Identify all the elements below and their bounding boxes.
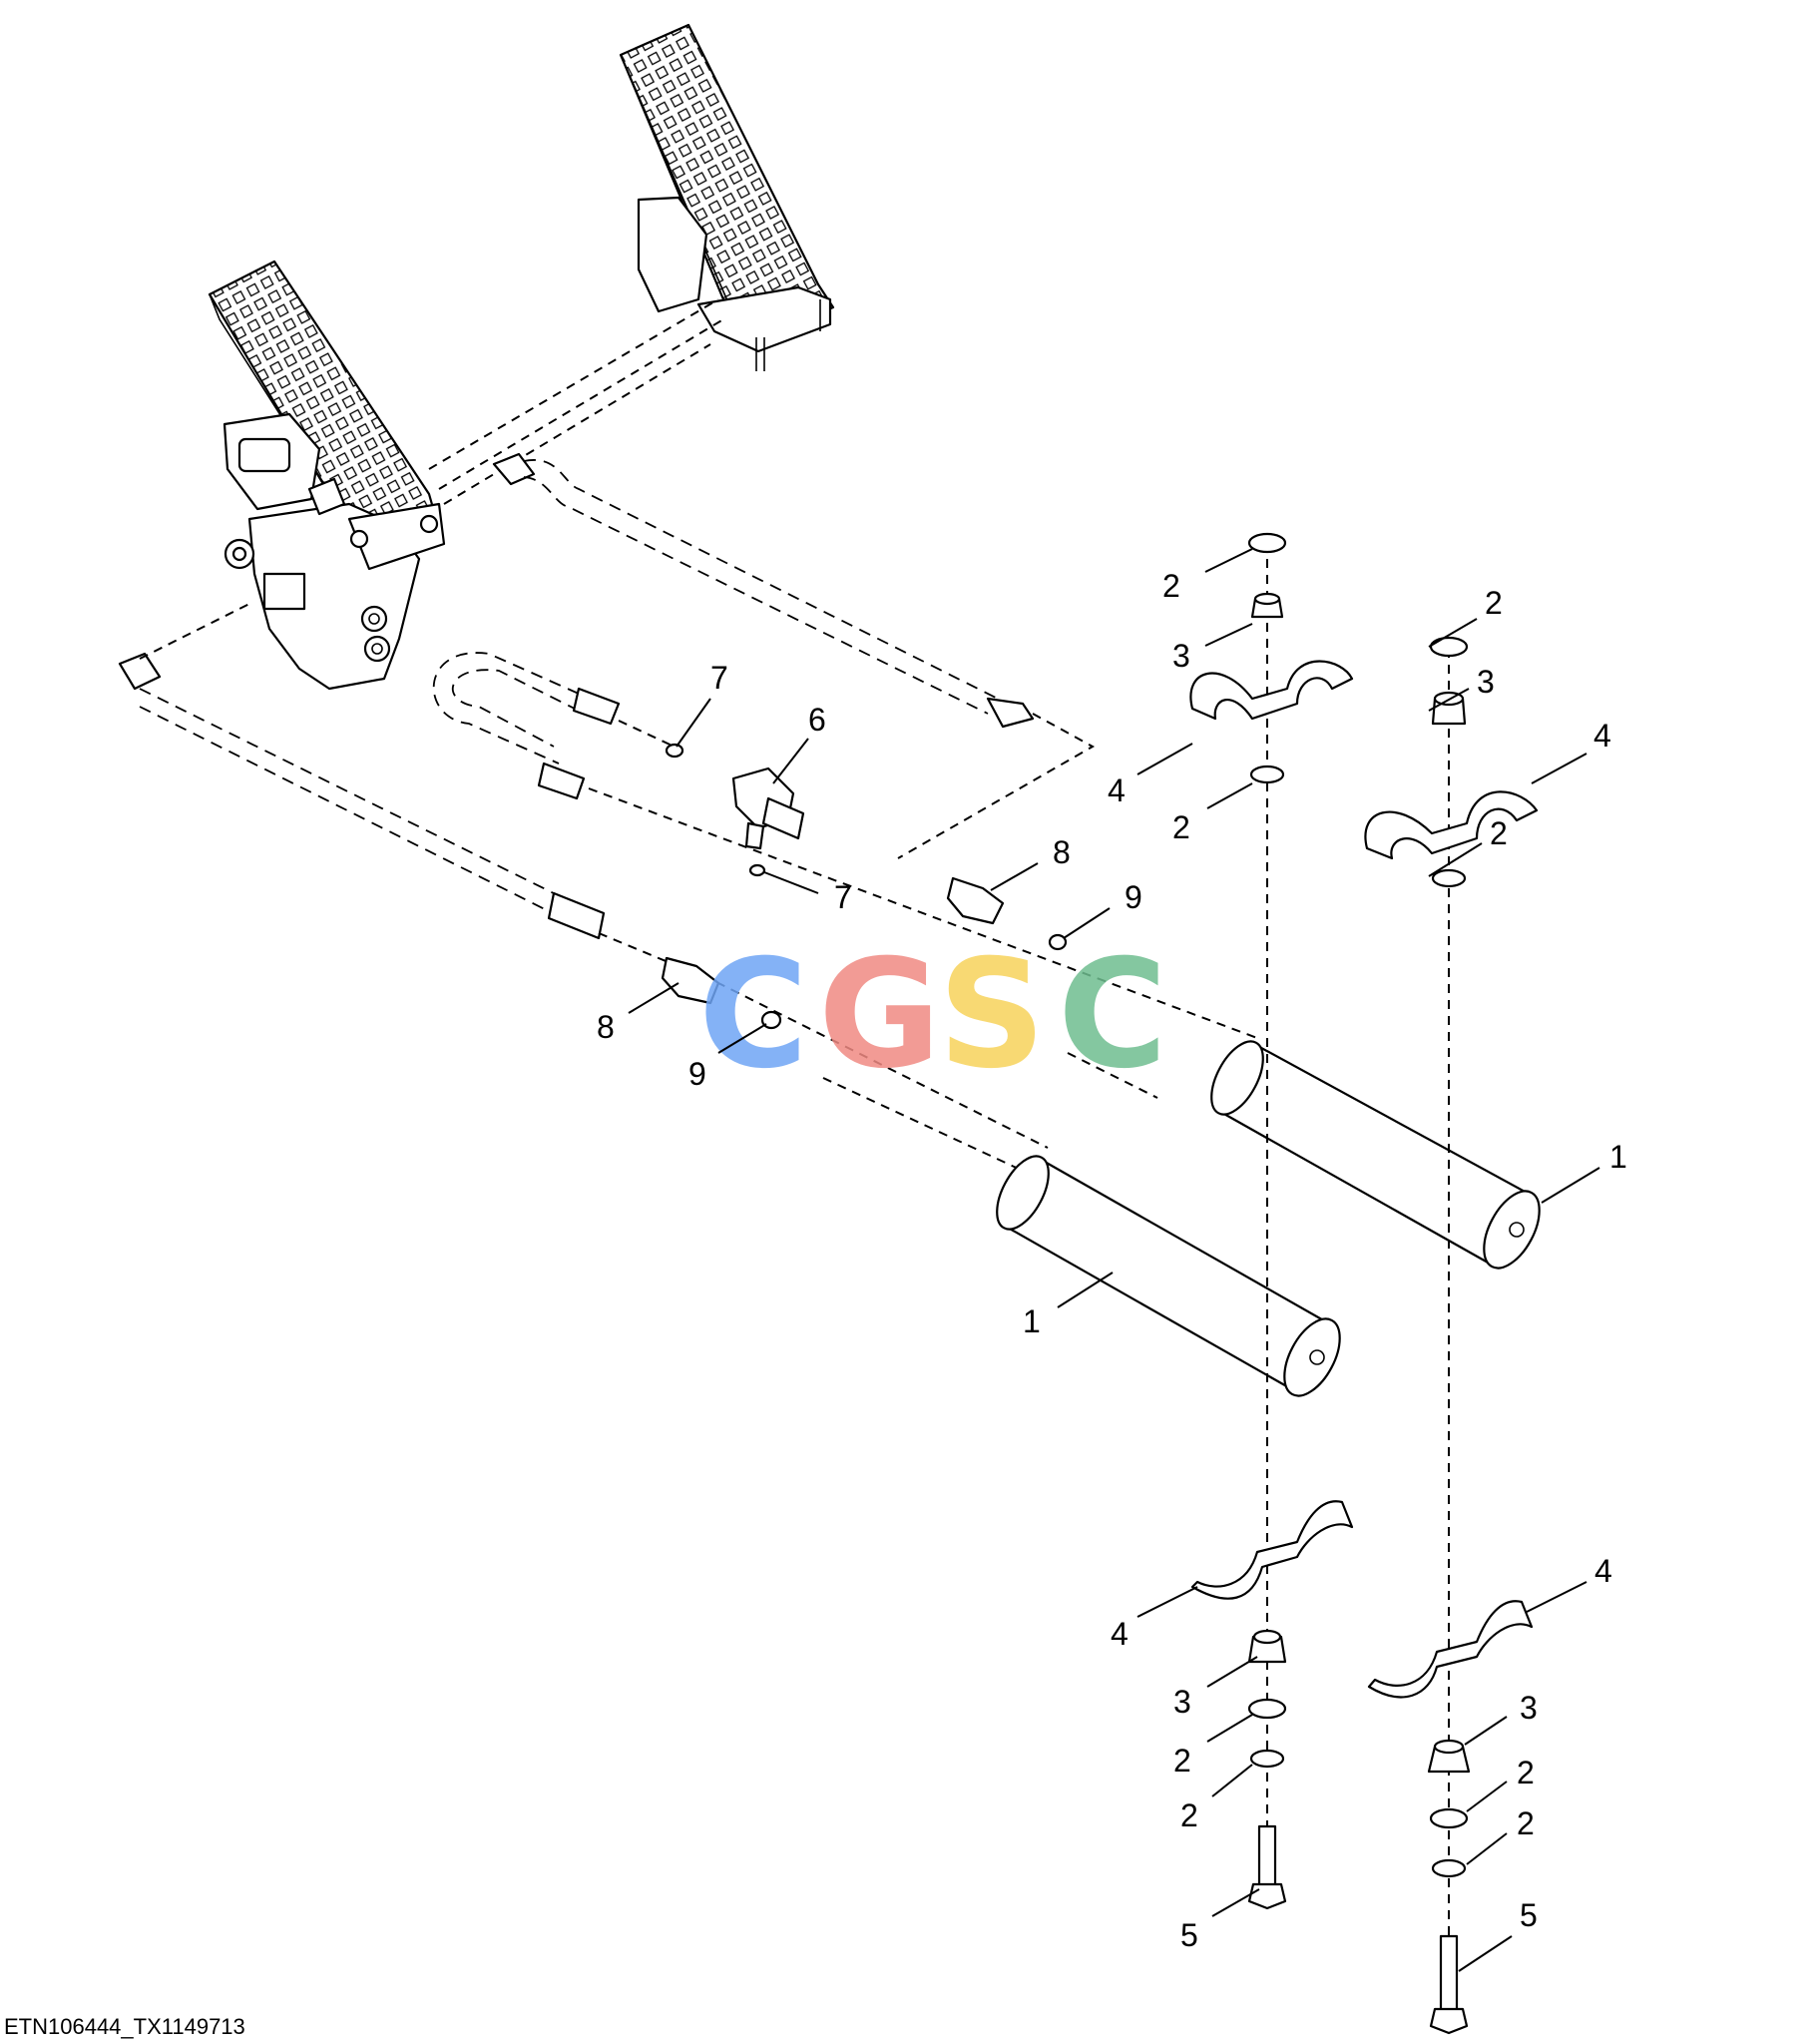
o-ring-7a bbox=[665, 743, 684, 759]
washer-2h bbox=[1431, 1858, 1467, 1878]
callout-2: 2 bbox=[1517, 1755, 1535, 1790]
callout-4: 4 bbox=[1108, 772, 1126, 808]
figure-reference-code: ETN106444_TX1149713 bbox=[4, 2014, 245, 2039]
callout-1: 1 bbox=[1023, 1303, 1041, 1339]
callout-5: 5 bbox=[1520, 1897, 1538, 1933]
o-ring-9a bbox=[1048, 933, 1068, 951]
callout-1: 1 bbox=[1609, 1139, 1627, 1175]
valve-port-2 bbox=[363, 635, 391, 663]
watermark-letter: S bbox=[938, 928, 1046, 1102]
callout-9: 9 bbox=[1125, 879, 1142, 915]
adapter-fitting-8a bbox=[946, 876, 1005, 925]
u-hose-fitting-bottom bbox=[537, 762, 586, 800]
callout-4: 4 bbox=[1593, 718, 1611, 754]
left-hose-fitting bbox=[118, 652, 162, 691]
accumulator-rear bbox=[1210, 1040, 1541, 1270]
washer-2a bbox=[1247, 532, 1287, 554]
watermark-letter: G bbox=[818, 928, 941, 1102]
callout-4: 4 bbox=[1111, 1616, 1129, 1652]
callout-3: 3 bbox=[1173, 1684, 1191, 1720]
bolt-5b-head bbox=[1429, 2007, 1469, 2035]
washer-2e bbox=[1247, 1698, 1287, 1720]
fittings bbox=[661, 743, 1068, 1030]
left-hose-end bbox=[547, 891, 606, 940]
bolt-5a-shank bbox=[1257, 1824, 1277, 1888]
callout-3: 3 bbox=[1520, 1690, 1538, 1726]
callout-4: 4 bbox=[1594, 1553, 1612, 1589]
callout-5: 5 bbox=[1180, 1917, 1198, 1953]
bolt-5b-shank bbox=[1439, 1934, 1459, 2013]
callout-3: 3 bbox=[1172, 638, 1190, 674]
washer-2d bbox=[1431, 868, 1467, 888]
accumulators bbox=[996, 1040, 1541, 1397]
brake-pedal-assembly bbox=[208, 23, 835, 691]
clamp-4d bbox=[1367, 1600, 1534, 1699]
u-hose-fitting-top bbox=[572, 687, 621, 726]
washer-2f bbox=[1249, 1749, 1285, 1769]
upper-hose-fitting bbox=[492, 452, 536, 486]
adapter-fitting-8b bbox=[661, 956, 720, 1005]
valve-fitting bbox=[262, 572, 306, 611]
clamp-4a bbox=[1189, 660, 1354, 721]
callout-2: 2 bbox=[1180, 1797, 1198, 1833]
watermark-letter: C bbox=[698, 928, 808, 1102]
valve-mount-plate bbox=[347, 502, 446, 571]
clamp-hardware bbox=[1189, 532, 1539, 2035]
accumulator-front bbox=[996, 1155, 1341, 1397]
callout-7: 7 bbox=[710, 660, 728, 696]
rear-pedal-base bbox=[696, 285, 832, 353]
clamp-4c bbox=[1190, 1500, 1354, 1600]
washer-2g bbox=[1429, 1807, 1469, 1829]
callout-2: 2 bbox=[1485, 585, 1503, 621]
accumulator-front-endcap bbox=[1283, 1317, 1341, 1397]
washer-2c bbox=[1429, 636, 1469, 658]
connector-plug bbox=[237, 437, 291, 473]
callout-2: 2 bbox=[1162, 568, 1180, 604]
upper-hose-end bbox=[986, 697, 1035, 729]
callout-2: 2 bbox=[1173, 1743, 1191, 1779]
callout-labels: 2 3 4 2 2 3 4 2 7 6 7 8 9 8 9 1 1 4 4 3 … bbox=[597, 568, 1627, 1953]
callout-2: 2 bbox=[1517, 1805, 1535, 1841]
washer-2b bbox=[1249, 765, 1285, 784]
leader-lines bbox=[628, 548, 1600, 1972]
rear-pedal-arm bbox=[637, 196, 708, 313]
callout-8: 8 bbox=[597, 1009, 615, 1045]
callout-2: 2 bbox=[1172, 809, 1190, 845]
bolt-5a-head bbox=[1247, 1882, 1287, 1910]
watermark-letter: C bbox=[1058, 928, 1167, 1102]
clamp-4b bbox=[1364, 790, 1539, 860]
valve-port-1 bbox=[360, 605, 388, 633]
callout-6: 6 bbox=[808, 702, 826, 738]
callout-3: 3 bbox=[1477, 664, 1495, 700]
callout-2: 2 bbox=[1490, 815, 1508, 851]
callout-7: 7 bbox=[834, 879, 852, 915]
callout-8: 8 bbox=[1053, 834, 1071, 870]
accumulator-rear-endcap bbox=[1483, 1190, 1541, 1270]
o-ring-9b bbox=[760, 1010, 782, 1030]
callout-9: 9 bbox=[688, 1056, 706, 1092]
o-ring-7b bbox=[748, 863, 766, 877]
